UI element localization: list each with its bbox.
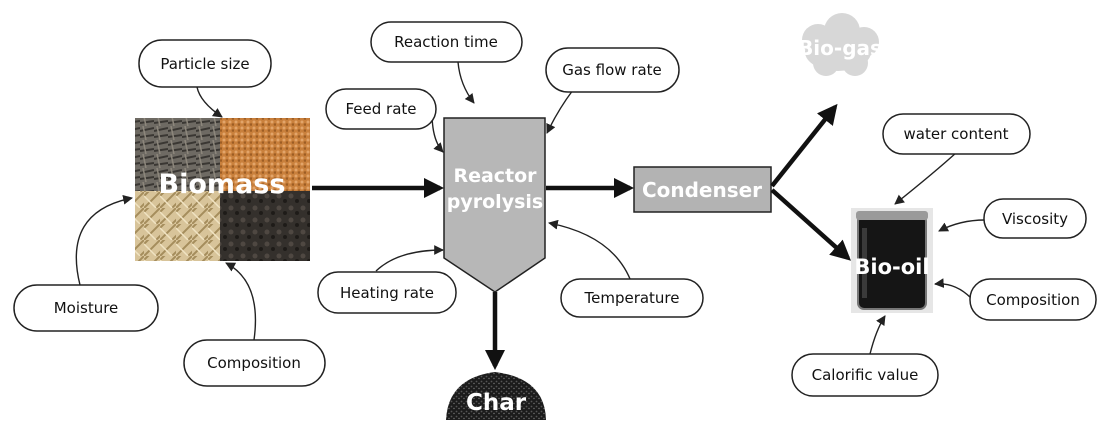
- factor-particle-size-label: Particle size: [160, 55, 249, 73]
- factor-gas-flow-rate-label: Gas flow rate: [562, 61, 662, 79]
- arrow-condenser-to-biooil: [770, 188, 852, 261]
- reactor-label-line2: pyrolysis: [447, 191, 543, 213]
- connector-biomass-composition: [225, 262, 257, 341]
- factor-particle-size: Particle size: [138, 39, 272, 88]
- factor-moisture: Moisture: [13, 284, 159, 332]
- connector-oil-composition: [934, 278, 972, 299]
- connector-heating-rate: [375, 245, 444, 272]
- arrow-condenser-to-biogas: [770, 103, 838, 188]
- connector-particle-size: [196, 86, 223, 118]
- biomass-image: Biomass: [135, 118, 310, 261]
- biooil-jar: Bio-oil: [851, 208, 933, 313]
- factor-viscosity: Viscosity: [983, 198, 1087, 239]
- biomass-label: Biomass: [159, 169, 286, 200]
- factor-bubbles: Particle size Reaction time Gas flow rat…: [13, 21, 1097, 397]
- factor-calorific-value: Calorific value: [791, 353, 939, 397]
- factor-temperature-label: Temperature: [583, 289, 679, 307]
- factor-feed-rate-label: Feed rate: [345, 100, 416, 118]
- connector-temperature: [548, 219, 633, 285]
- reactor: Reactor pyrolysis: [443, 117, 546, 293]
- factor-biomass-composition-label: Composition: [207, 354, 301, 372]
- connector-calorific-value: [869, 315, 886, 355]
- condenser-label: Condenser: [642, 178, 762, 202]
- factor-connectors: [75, 61, 986, 355]
- factor-gas-flow-rate: Gas flow rate: [545, 47, 680, 93]
- factor-oil-composition: Composition: [969, 278, 1097, 321]
- factor-reaction-time-label: Reaction time: [394, 33, 498, 51]
- biogas-cloud: Bio-gas: [798, 13, 882, 76]
- char-pile: Char: [446, 372, 546, 420]
- reactor-label-line1: Reactor: [453, 165, 537, 187]
- factor-calorific-value-label: Calorific value: [812, 366, 919, 384]
- factor-moisture-label: Moisture: [54, 299, 119, 317]
- factor-reaction-time: Reaction time: [370, 21, 523, 63]
- factor-biomass-composition: Composition: [183, 339, 326, 387]
- connector-reaction-time: [457, 61, 475, 104]
- factor-viscosity-label: Viscosity: [1002, 210, 1068, 228]
- factor-oil-composition-label: Composition: [986, 291, 1080, 309]
- condenser: Condenser: [633, 166, 772, 213]
- connector-moisture: [75, 194, 133, 286]
- factor-feed-rate: Feed rate: [325, 88, 437, 130]
- biooil-label: Bio-oil: [854, 255, 929, 279]
- factor-water-content-label: water content: [904, 125, 1009, 143]
- flow-arrows: [312, 103, 852, 371]
- connector-water-content: [894, 151, 958, 205]
- factor-heating-rate: Heating rate: [317, 271, 457, 314]
- char-label: Char: [466, 390, 527, 416]
- factor-temperature: Temperature: [560, 278, 704, 318]
- factor-water-content: water content: [882, 113, 1031, 155]
- connector-viscosity: [938, 219, 986, 232]
- connector-gas-flow-rate: [546, 89, 574, 134]
- biogas-label: Bio-gas: [798, 36, 882, 60]
- factor-heating-rate-label: Heating rate: [340, 284, 434, 302]
